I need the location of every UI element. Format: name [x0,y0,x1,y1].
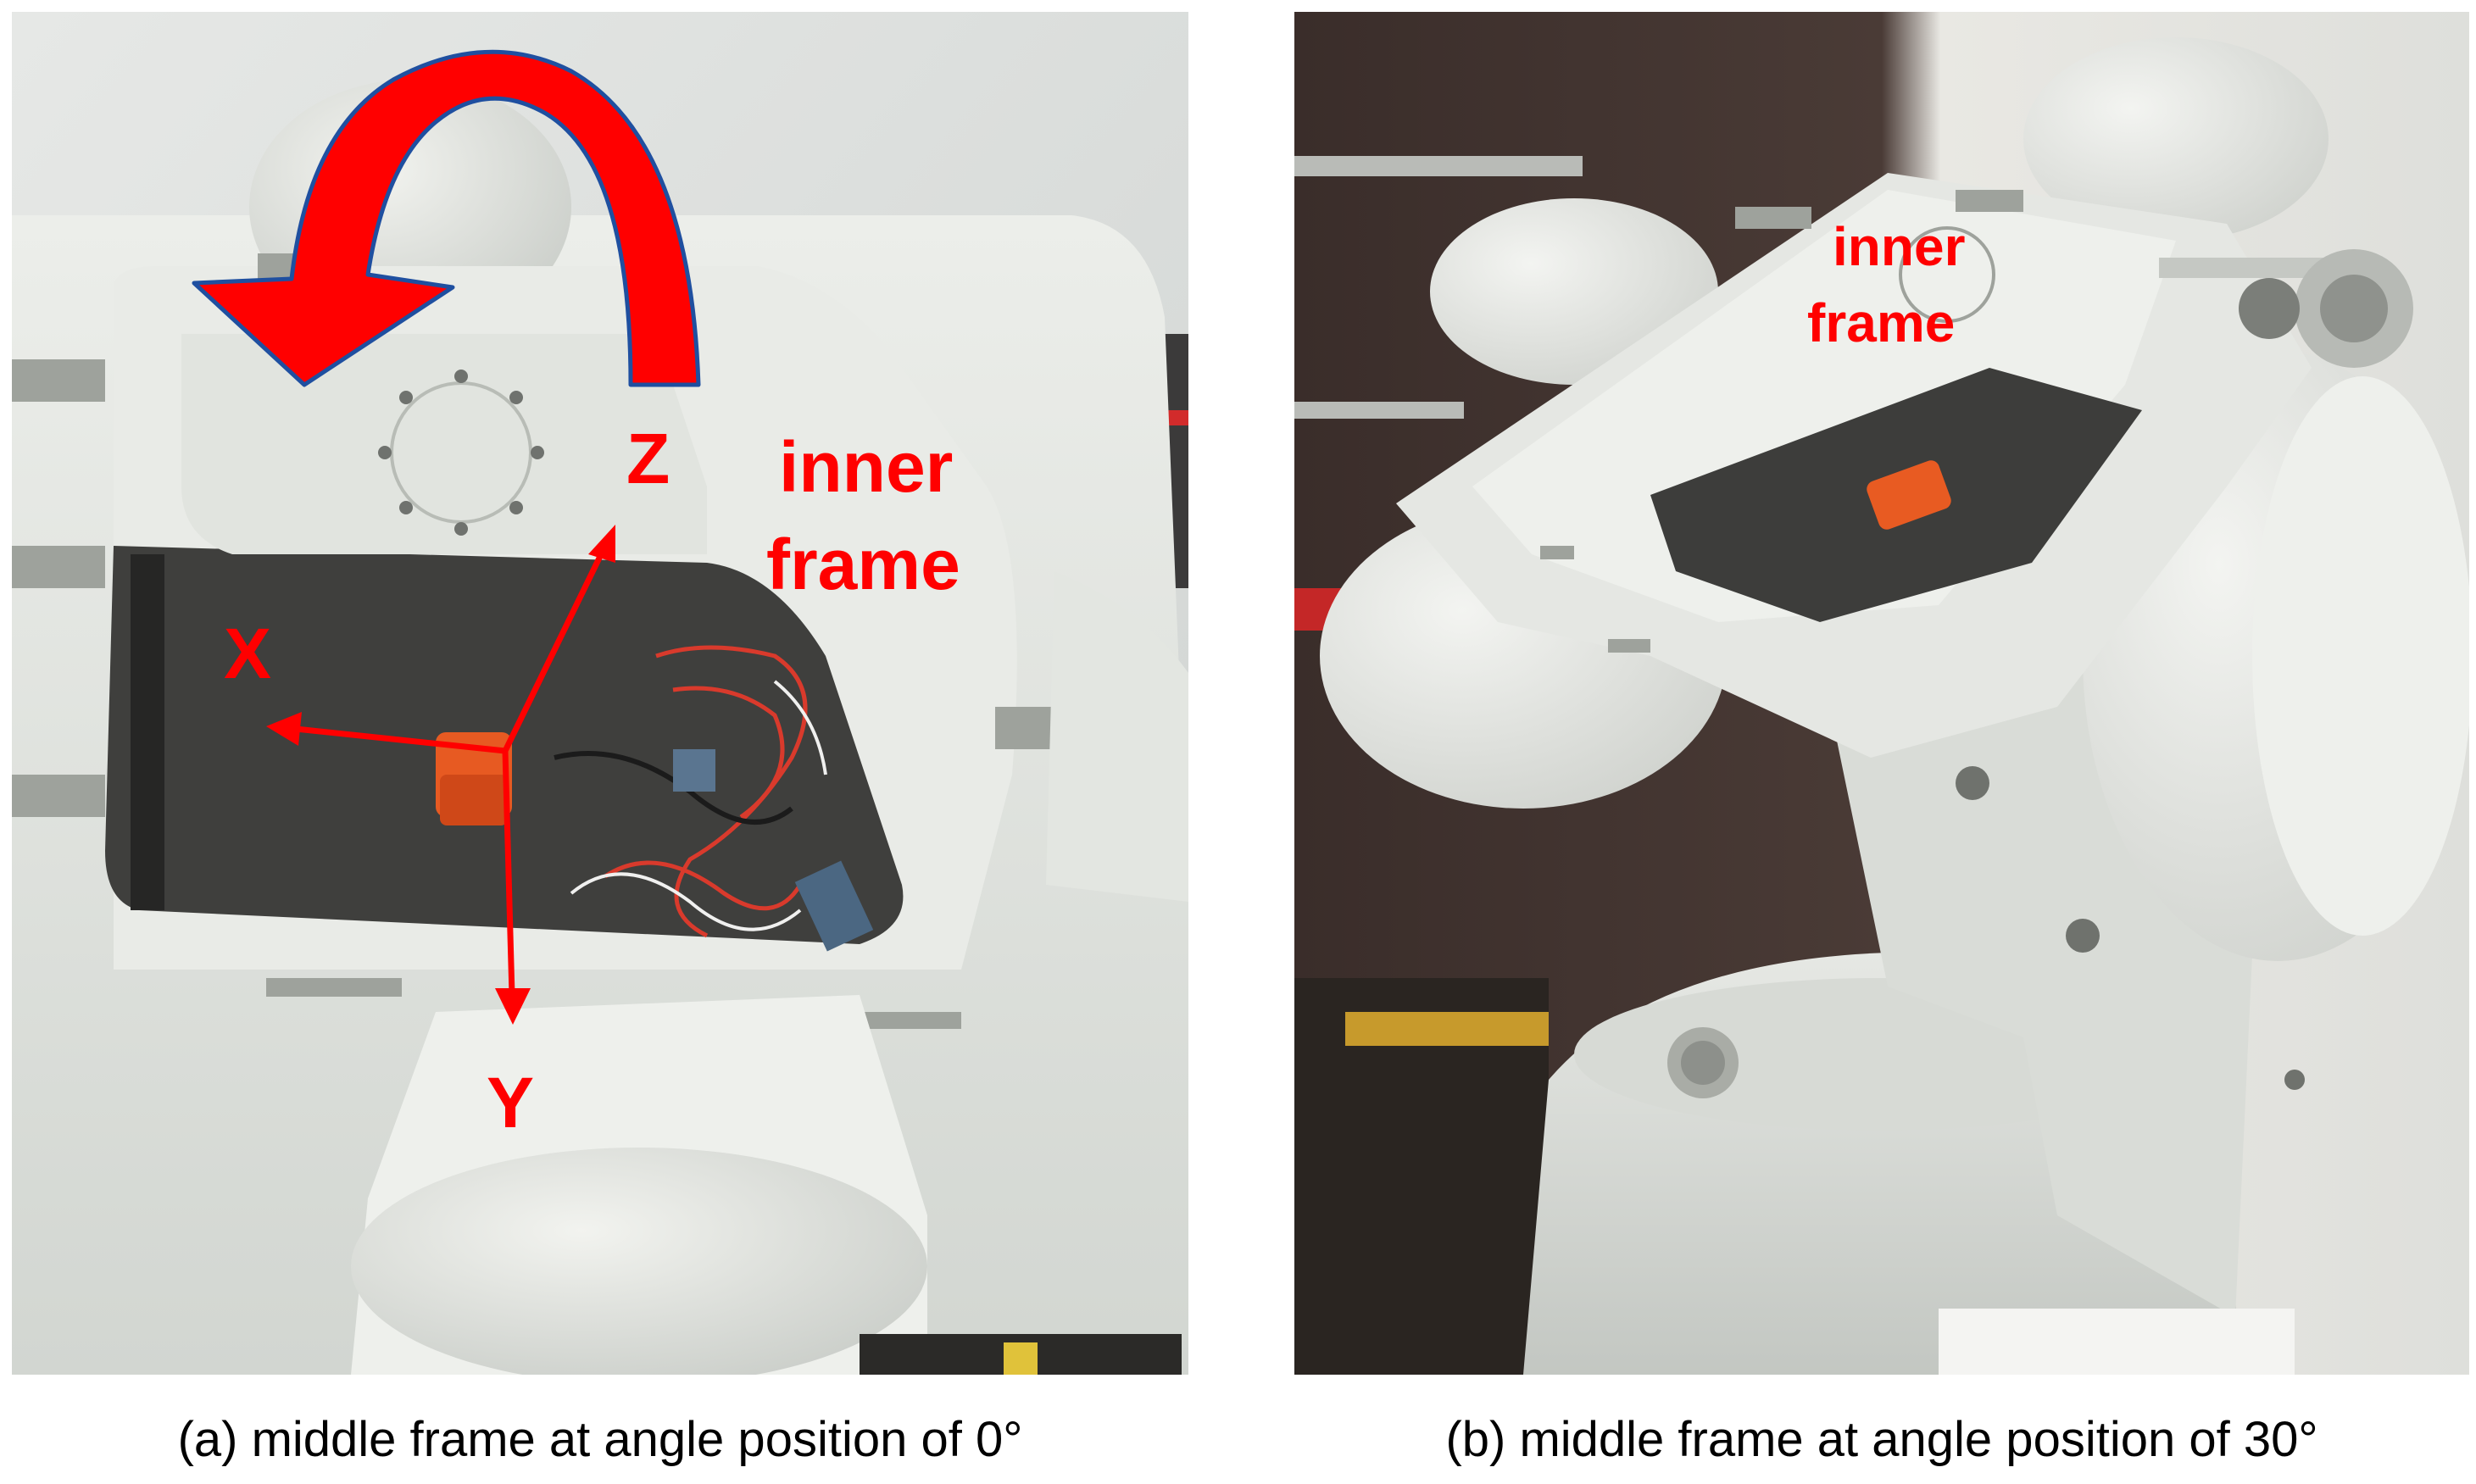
curved-rotation-arrow-icon [192,49,701,387]
z-axis-label: Z [626,419,670,498]
turntable-photo-a [12,12,1188,1375]
inner-frame-label-b-line1: inner [1833,216,1966,277]
y-axis-label: Y [487,1063,535,1142]
inner-frame-label-b-line2: frame [1807,292,1956,353]
photo-panel-a: Z X Y inner frame [12,12,1188,1375]
turntable-photo-b [1294,12,2469,1375]
caption-panel-a: (a) middle frame at angle position of 0° [177,1412,1023,1467]
photo-panel-b: inner frame [1294,12,2469,1375]
x-axis-label: X [224,614,272,693]
inner-frame-label-line1: inner [779,427,954,507]
caption-panel-b: (b) middle frame at angle position of 30… [1445,1412,2318,1467]
coordinate-axes-icon [266,525,615,1025]
inner-frame-label-line2: frame [766,525,960,604]
